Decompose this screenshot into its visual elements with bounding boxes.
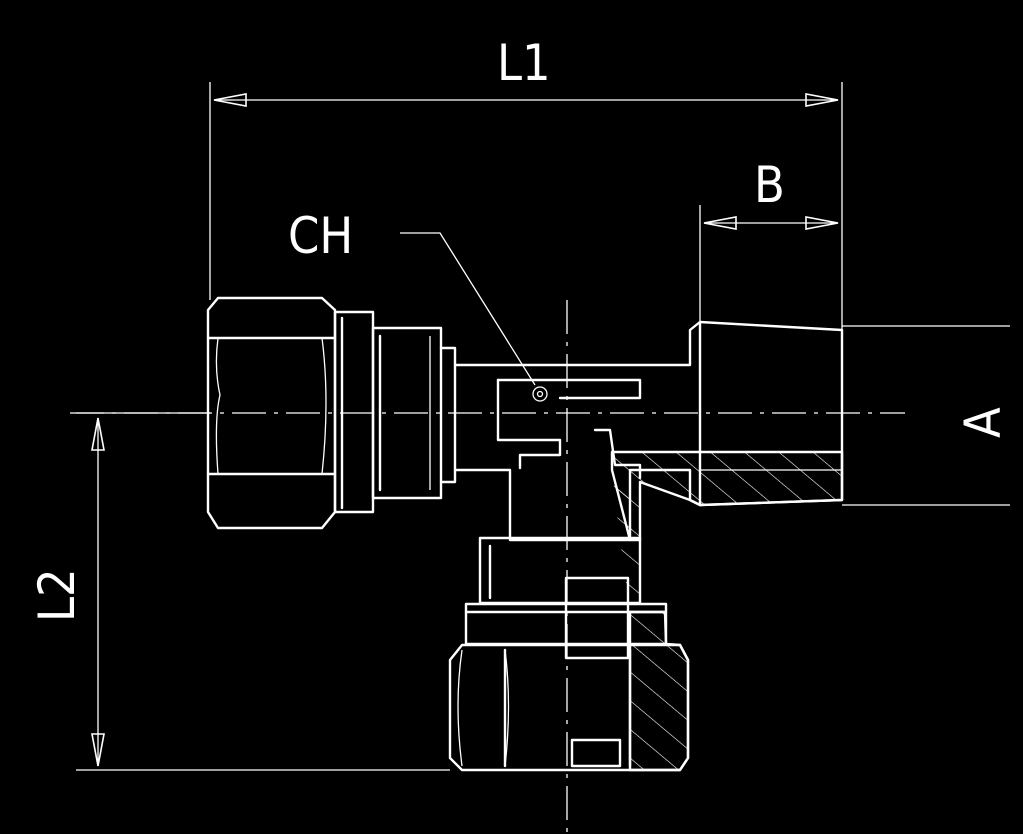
dimension-label-l1: L1 (497, 34, 551, 92)
dimension-a: A (842, 325, 1012, 506)
tee-body (439, 320, 844, 542)
left-hex-nut (206, 296, 443, 530)
dimension-l2: L2 (28, 412, 450, 771)
ch-marker-icon (532, 386, 548, 402)
ch-callout: CH (288, 207, 548, 402)
dimension-label-l2: L2 (28, 568, 86, 622)
bottom-fitting (448, 470, 690, 772)
right-thread-section (610, 450, 844, 542)
dimension-label-a: A (954, 407, 1012, 438)
dimension-b: B (699, 156, 839, 330)
callout-label-ch: CH (288, 207, 353, 265)
centerlines (70, 300, 905, 834)
dimension-l1: L1 (209, 34, 843, 330)
dimension-label-b: B (754, 156, 785, 214)
